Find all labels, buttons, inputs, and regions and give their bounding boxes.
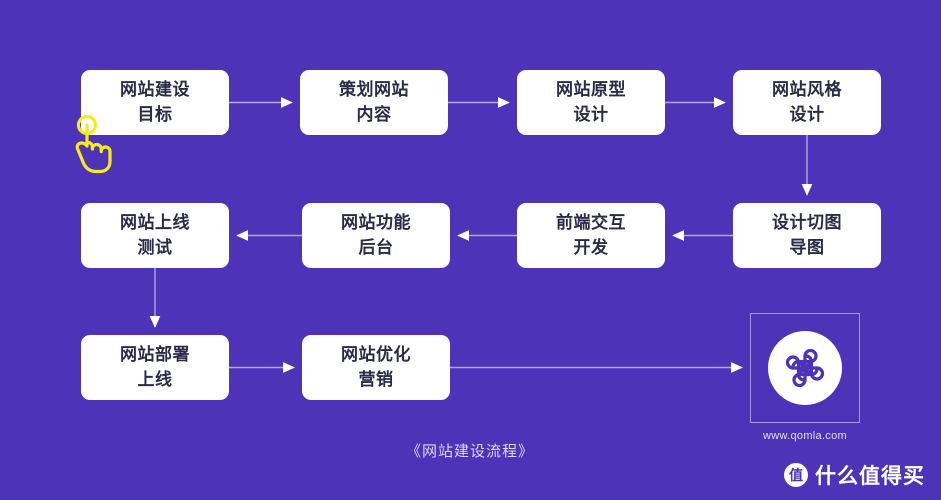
watermark-badge-icon: 值 [784, 463, 808, 487]
flow-node-8-line2: 测试 [137, 237, 173, 257]
flow-node-6-line2: 开发 [573, 237, 609, 257]
flow-node-2[interactable]: 策划网站 内容 [300, 70, 448, 135]
flow-node-10-line2: 营销 [358, 369, 394, 389]
watermark-text: 什么值得买 [815, 465, 925, 488]
flow-node-2-line2: 内容 [356, 104, 392, 124]
pointing-hand-cursor-icon [75, 114, 112, 174]
flow-node-5-line2: 导图 [789, 237, 825, 257]
flow-node-7-line1: 网站功能 [341, 212, 411, 232]
flow-node-3-line2: 设计 [573, 104, 609, 124]
flow-node-8[interactable]: 网站上线 测试 [81, 203, 229, 268]
flow-node-4-line1: 网站风格 [772, 79, 842, 99]
flow-node-6[interactable]: 前端交互 开发 [517, 203, 665, 268]
flow-node-8-line1: 网站上线 [120, 212, 190, 232]
qomla-clover-logo-icon [785, 348, 825, 388]
flow-node-1-line1: 网站建设 [120, 79, 190, 99]
flow-node-10[interactable]: 网站优化 营销 [302, 335, 450, 400]
flow-node-6-line1: 前端交互 [556, 212, 626, 232]
logo-disc [768, 331, 842, 405]
flow-node-7[interactable]: 网站功能 后台 [302, 203, 450, 268]
flow-node-4[interactable]: 网站风格 设计 [733, 70, 881, 135]
flow-node-5[interactable]: 设计切图 导图 [733, 203, 881, 268]
watermark: 值 什么值得买 [784, 460, 925, 490]
flow-node-5-line1: 设计切图 [772, 212, 842, 232]
flow-node-4-line2: 设计 [789, 104, 825, 124]
diagram-caption: 《网站建设流程》 [405, 443, 534, 460]
flow-node-3[interactable]: 网站原型 设计 [517, 70, 665, 135]
flow-node-1-line2: 目标 [137, 104, 173, 124]
logo-card[interactable] [750, 313, 860, 423]
flow-node-9-line2: 上线 [137, 369, 173, 389]
flow-node-9-line1: 网站部署 [120, 344, 190, 364]
flow-node-10-line1: 网站优化 [341, 344, 411, 364]
flow-node-3-line1: 网站原型 [556, 79, 626, 99]
flow-node-1[interactable]: 网站建设 目标 [81, 70, 229, 135]
flow-node-9[interactable]: 网站部署 上线 [81, 335, 229, 400]
flow-node-2-line1: 策划网站 [339, 79, 409, 99]
logo-url-label: www.qomla.com [763, 430, 847, 442]
flow-node-7-line2: 后台 [358, 237, 394, 257]
